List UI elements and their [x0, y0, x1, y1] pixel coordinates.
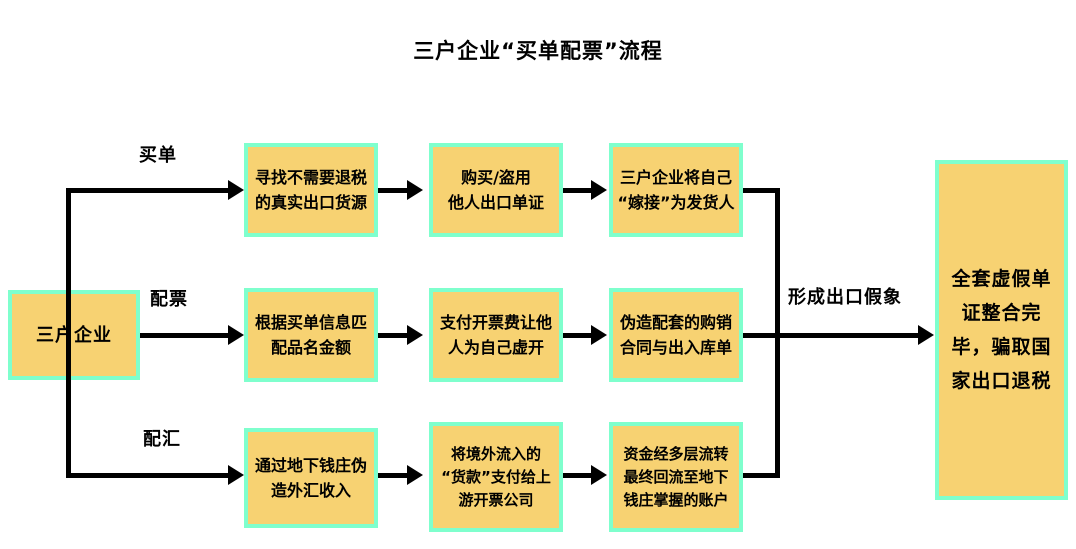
- node-row3-step2: 将境外流入的 “货款”支付给上 游开票公司: [429, 422, 563, 532]
- node-final-label: 全套虚假单 证整合完 毕，骗取国 家出口退税: [951, 268, 1052, 392]
- node-row3-step3-label: 资金经多层流转 最终回流至地下 钱庄掌握的账户: [623, 444, 729, 509]
- connector-row2-2to3: [563, 333, 594, 338]
- node-row1-step2: 购买/盗用 他人出口单证: [429, 143, 563, 237]
- node-row2-step3-label: 伪造配套的购销 合同与出入库单: [619, 313, 732, 357]
- branch-label-row1: 买单: [139, 145, 177, 166]
- node-row1-step2-label: 购买/盗用 他人出口单证: [447, 168, 544, 212]
- node-row1-step1: 寻找不需要退税 的真实出口货源: [244, 143, 378, 237]
- branch-line-row1: [66, 188, 231, 193]
- branch-line-row3: [66, 473, 231, 478]
- merge-line-to-final: [743, 333, 925, 338]
- node-row1-step1-label: 寻找不需要退税 的真实出口货源: [254, 168, 367, 212]
- node-row2-step2-label: 支付开票费让他 人为自己虚开: [439, 313, 552, 357]
- page-title: 三户企业“买单配票”流程: [413, 39, 663, 63]
- node-row3-step2-label: 将境外流入的 “货款”支付给上 游开票公司: [441, 444, 551, 509]
- branch-line-row2: [140, 333, 231, 338]
- node-row2-step3: 伪造配套的购销 合同与出入库单: [609, 288, 743, 382]
- merge-line-row3: [743, 473, 780, 478]
- arrow-row2-2to3: [591, 325, 607, 345]
- branch-label-row3: 配汇: [143, 429, 181, 450]
- arrow-row1-1to2: [407, 180, 423, 200]
- node-row2-step1: 根据买单信息匹 配品名金额: [244, 288, 378, 382]
- merge-label: 形成出口假象: [788, 287, 902, 308]
- node-row1-step3: 三户企业将自己 “嫁接”为发货人: [609, 143, 743, 237]
- arrow-row3-1to2: [407, 465, 423, 485]
- arrow-row3-2to3: [591, 465, 607, 485]
- node-row3-step1: 通过地下钱庄伪 造外汇收入: [244, 428, 378, 528]
- merge-line-row1: [743, 188, 780, 193]
- node-row1-step3-label: 三户企业将自己 “嫁接”为发货人: [617, 168, 735, 212]
- connector-row3-1to2: [378, 473, 410, 478]
- node-row2-step2: 支付开票费让他 人为自己虚开: [429, 288, 563, 382]
- branch-label-row2: 配票: [150, 289, 188, 310]
- arrow-branch-row1: [228, 180, 244, 200]
- connector-row1-2to3: [563, 188, 594, 193]
- arrow-branch-row2: [228, 325, 244, 345]
- arrow-row1-2to3: [591, 180, 607, 200]
- node-start: 三户企业: [8, 290, 140, 380]
- connector-row2-1to2: [378, 333, 410, 338]
- node-row3-step1-label: 通过地下钱庄伪 造外汇收入: [254, 456, 367, 500]
- connector-row1-1to2: [378, 188, 410, 193]
- node-final: 全套虚假单 证整合完 毕，骗取国 家出口退税: [935, 160, 1068, 500]
- branch-trunk-line: [66, 190, 71, 478]
- arrow-row2-1to2: [407, 325, 423, 345]
- arrow-to-final: [918, 325, 934, 345]
- node-row3-step3: 资金经多层流转 最终回流至地下 钱庄掌握的账户: [609, 422, 743, 532]
- node-row2-step1-label: 根据买单信息匹 配品名金额: [254, 313, 367, 357]
- node-start-label: 三户企业: [36, 324, 112, 346]
- arrow-branch-row3: [228, 465, 244, 485]
- connector-row3-2to3: [563, 473, 594, 478]
